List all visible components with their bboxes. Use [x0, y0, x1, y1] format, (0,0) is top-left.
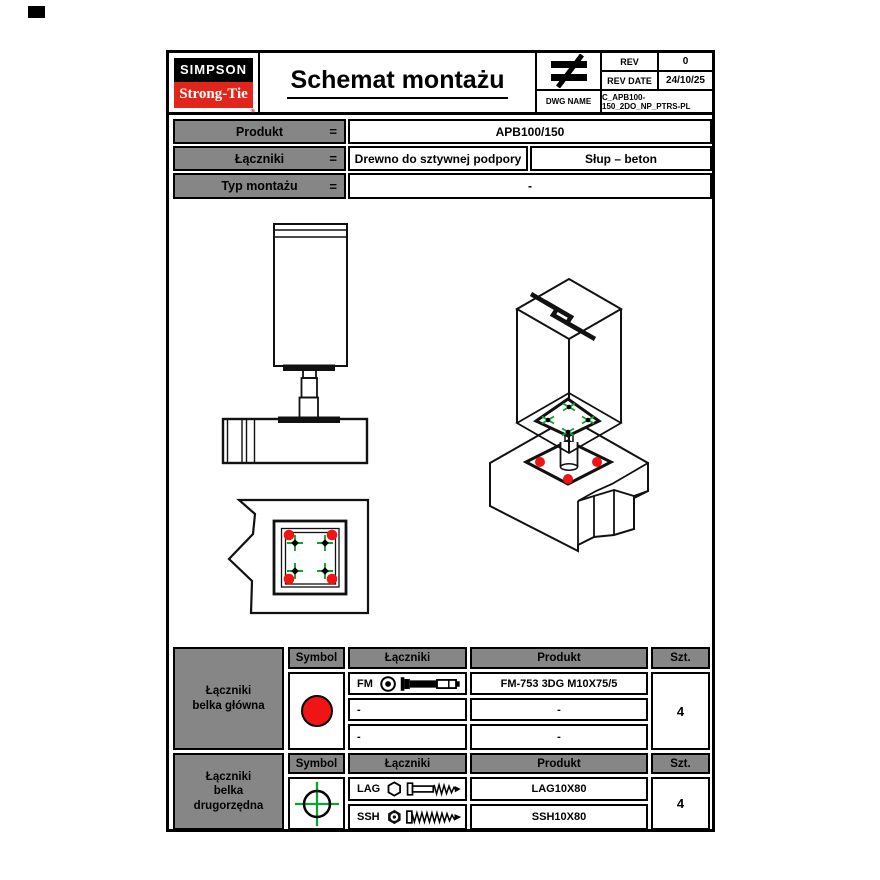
table1-header-szt: Szt. [651, 647, 710, 669]
fastener-code: - [357, 703, 361, 716]
qty-text: 4 [676, 703, 685, 719]
info-value-typ: - [348, 173, 712, 199]
table1-row2-product: - [470, 698, 648, 721]
table2-header-szt: Szt. [651, 753, 710, 774]
table1-row1-fastener: FM [348, 672, 467, 695]
header-text: Symbol [295, 757, 338, 770]
product-text: LAG10X80 [531, 783, 587, 795]
info-label-produkt: Produkt = [173, 119, 346, 144]
header-text: Produkt [537, 757, 581, 770]
qty-text: 4 [676, 796, 685, 811]
dwg-name-value-cell: C_APB100-150_2DO_NP_PTRS-PL [602, 91, 712, 115]
table2-label: Łączniki belka drugorzędna [173, 753, 284, 830]
dwg-name-label: DWG NAME [545, 97, 592, 106]
table1-header-symbol: Symbol [288, 647, 345, 669]
table2-header-produkt: Produkt [470, 753, 648, 774]
table1-header-laczniki: Łączniki [348, 647, 467, 669]
sheet-frame: SIMPSON Strong-Tie ® Schemat montażu DWG… [166, 50, 715, 832]
table2-header-laczniki: Łączniki [348, 753, 467, 774]
table1-row3-fastener: - [348, 724, 467, 750]
info-value-text: - [528, 179, 532, 193]
rev-date-value-cell: 24/10/25 [659, 72, 712, 91]
wedge-anchor-bolt-icon [380, 675, 460, 692]
info-value-wood: Drewno do sztywnej podpory [348, 146, 528, 171]
rev-date-label: REV DATE [607, 75, 652, 86]
header-text: Produkt [537, 652, 581, 664]
table1-row2-fastener: - [348, 698, 467, 721]
page-corner-mark [28, 6, 45, 18]
plan-view [227, 498, 370, 615]
rev-label-cell: REV [602, 53, 659, 72]
table1-label-text: Łączniki belka główna [192, 685, 265, 712]
equals-sign: = [329, 151, 337, 166]
header-text: Łączniki [384, 757, 431, 770]
front-view [221, 223, 369, 465]
table2-row1-fastener: LAG [348, 777, 467, 801]
table1-qty-cell: 4 [651, 672, 710, 750]
equals-sign: = [329, 178, 337, 194]
table2-row1-product: LAG10X80 [470, 777, 648, 801]
info-value-text: APB100/150 [495, 124, 565, 139]
table2-symbol-cell [288, 777, 345, 830]
product-text: FM-753 3DG M10X75/5 [500, 677, 618, 690]
fastener-code: LAG [357, 783, 381, 795]
plan-anchor-dots [283, 529, 338, 585]
info-value-text: Drewno do sztywnej podpory [354, 151, 522, 166]
dwg-name-value: C_APB100-150_2DO_NP_PTRS-PL [602, 92, 691, 111]
info-label-laczniki: Łączniki = [173, 146, 346, 171]
equals-sign: = [329, 124, 337, 139]
table1-row1-product: FM-753 3DG M10X75/5 [470, 672, 648, 695]
info-value-column-concrete: Słup – beton [530, 146, 712, 171]
rev-date-label-cell: REV DATE [602, 72, 659, 91]
brand-strongtie: Strong-Tie ® [174, 81, 255, 115]
structural-screw-icon [387, 809, 461, 825]
green-crosshair-circle-icon [294, 781, 339, 826]
rev-value-cell: 0 [659, 53, 712, 72]
sheet-title: Schemat montażu [260, 53, 537, 115]
product-text: SSH10X80 [531, 811, 587, 823]
fastener-code: SSH [357, 811, 380, 823]
info-value-text: Słup – beton [585, 151, 657, 166]
registered-mark: ® [250, 108, 255, 115]
product-text: - [557, 731, 561, 743]
fastener-code: - [357, 731, 361, 743]
logo-cell: SIMPSON Strong-Tie ® [169, 53, 260, 115]
table1-row3-product: - [470, 724, 648, 750]
table2-label-text: Łączniki belka drugorzędna [193, 770, 264, 812]
projection-symbol-cell [537, 53, 602, 91]
red-circle-icon [300, 695, 333, 727]
table2-qty-cell: 4 [651, 777, 710, 830]
rev-label: REV [620, 56, 639, 67]
table2-row2-product: SSH10X80 [470, 804, 648, 830]
table1-symbol-cell [288, 672, 345, 750]
rev-date-value: 24/10/25 [666, 75, 705, 86]
header-text: Symbol [295, 652, 338, 664]
sheet-title-text: Schemat montażu [286, 66, 509, 99]
header-text: Szt. [670, 757, 691, 770]
product-text: - [557, 703, 561, 716]
fastener-code: FM [357, 677, 373, 690]
brand-simpson: SIMPSON [174, 57, 253, 82]
rev-value: 0 [682, 56, 689, 67]
not-equal-icon [550, 54, 587, 88]
table2-header-symbol: Symbol [288, 753, 345, 774]
info-label-text: Typ montażu [221, 179, 298, 193]
assembly-drawing [221, 223, 649, 615]
lag-screw-icon [387, 781, 461, 797]
table1-label: Łączniki belka główna [173, 647, 284, 750]
brand-simpson-text: SIMPSON [180, 62, 247, 77]
isometric-view [489, 277, 649, 553]
header-text: Łączniki [384, 652, 431, 664]
table2-row2-fastener: SSH [348, 804, 467, 830]
brand-strongtie-text: Strong-Tie [179, 86, 248, 102]
info-label-typ-montazu: Typ montażu = [173, 173, 346, 199]
table1-header-produkt: Produkt [470, 647, 648, 669]
info-value-produkt: APB100/150 [348, 119, 712, 144]
dwg-name-label-cell: DWG NAME [537, 91, 602, 115]
info-label-text: Produkt [235, 124, 284, 139]
iso-anchor-dots [535, 457, 602, 484]
header-text: Szt. [670, 652, 691, 664]
info-label-text: Łączniki [234, 151, 285, 166]
